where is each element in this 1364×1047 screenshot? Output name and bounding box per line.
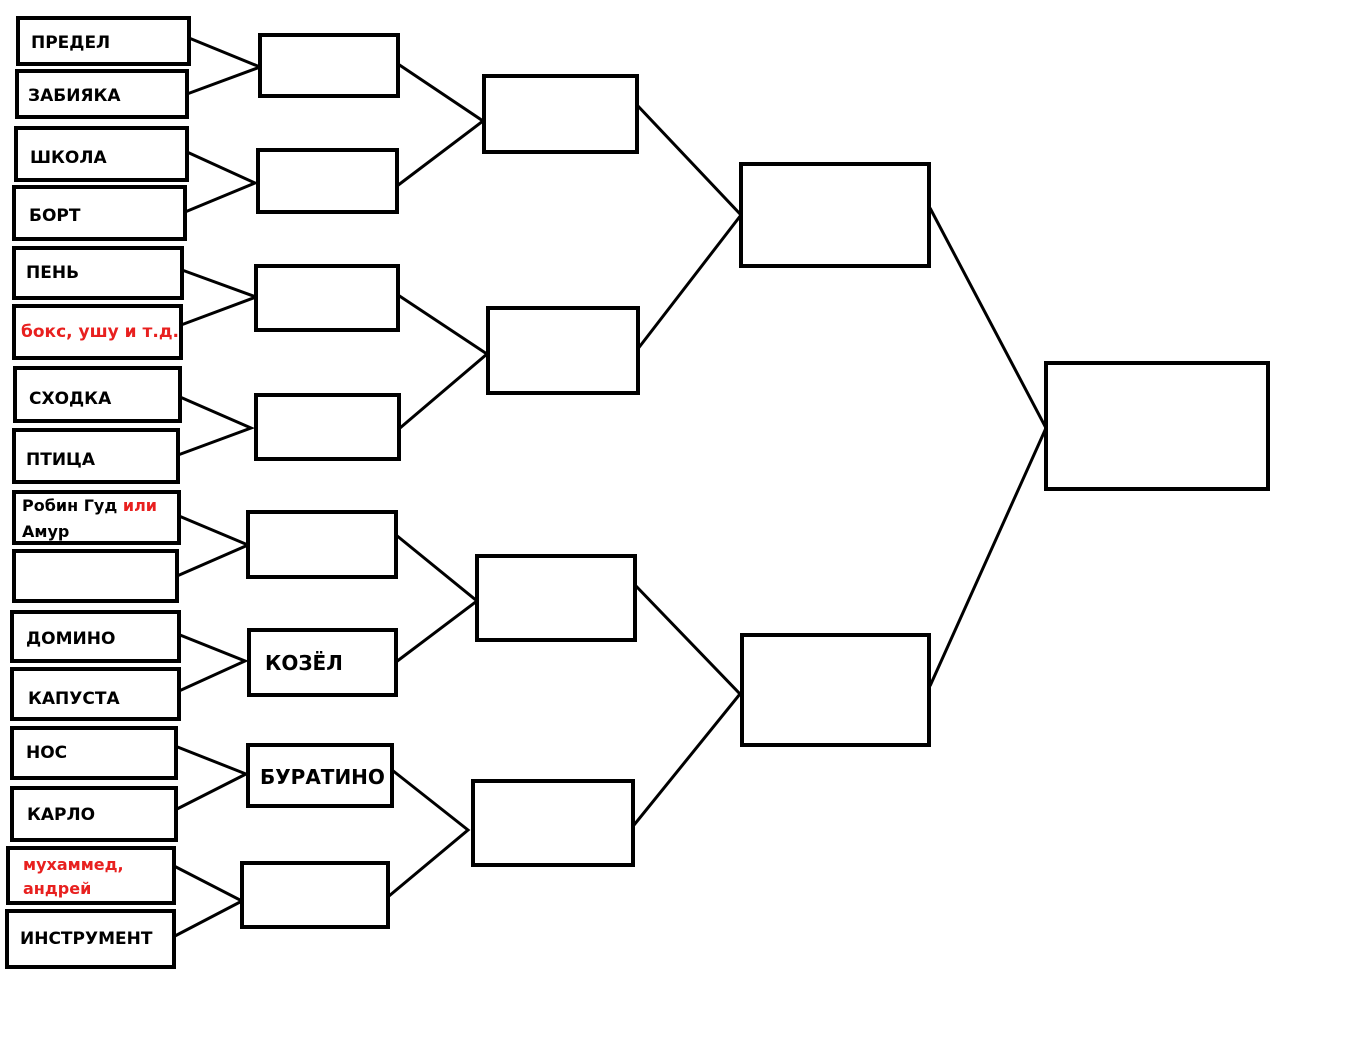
slot-label: ПЕНЬ <box>26 263 79 283</box>
slot-r3-w4[interactable] <box>471 779 635 867</box>
connector-r1-m7 <box>174 744 250 811</box>
connector-r1-m2 <box>184 150 259 214</box>
slot-label: мухаммед, <box>23 855 124 874</box>
slot-label: ШКОЛА <box>30 148 107 168</box>
slot-r1-m7a[interactable] <box>10 726 178 780</box>
slot-r2-w3[interactable] <box>254 264 400 332</box>
slot-label: ИНСТРУМЕНТ <box>20 929 153 949</box>
slot-r2-w6[interactable] <box>247 628 398 697</box>
slot-r1-m5b[interactable] <box>12 549 179 603</box>
connector-r2-m4 <box>388 768 471 898</box>
connector-r2-m3 <box>395 533 480 664</box>
slot-label: Амур <box>22 522 69 541</box>
slot-r1-m5a[interactable] <box>12 490 181 545</box>
slot-r2-w2[interactable] <box>256 148 399 214</box>
slot-r1-m7b[interactable] <box>10 786 178 842</box>
slot-semifinal-w2[interactable] <box>740 633 931 747</box>
slot-r2-w4[interactable] <box>254 393 401 461</box>
slot-r1-m4b[interactable] <box>12 428 180 484</box>
slot-r1-m2b[interactable] <box>12 185 187 241</box>
round-1: ПРЕДЕЛ ЗАБИЯКА ШКОЛА БОРТ ПЕНЬ бокс, ушу… <box>5 16 191 969</box>
slot-semifinal-w1[interactable] <box>739 162 931 268</box>
slot-label: Робин Гуд или <box>22 496 157 515</box>
connector-r1-m1 <box>186 36 265 96</box>
connector-r3-m1 <box>635 103 743 351</box>
connector-r1-m8 <box>172 864 246 939</box>
slot-label: БОРТ <box>29 206 81 226</box>
slot-label: ПРЕДЕЛ <box>31 33 110 53</box>
slot-r3-w2[interactable] <box>486 306 640 395</box>
slot-label: бокс, ушу и т.д. <box>21 322 179 342</box>
slot-r1-m6b[interactable] <box>10 667 181 721</box>
semifinal <box>739 162 931 747</box>
slot-label: андрей <box>23 879 91 898</box>
slot-r2-w5[interactable] <box>246 510 398 579</box>
connector-r2-m2 <box>397 293 490 430</box>
connector-r2-m1 <box>396 62 486 188</box>
slot-r2-w1[interactable] <box>258 33 400 98</box>
final <box>1044 361 1270 491</box>
slot-r1-m3b[interactable] <box>12 304 183 360</box>
slot-r1-m3a[interactable] <box>12 246 184 300</box>
slot-r1-m2a[interactable] <box>14 126 189 182</box>
slot-label: КОЗЁЛ <box>265 651 343 675</box>
slot-r3-w1[interactable] <box>482 74 639 154</box>
slot-r1-m1a[interactable] <box>16 16 191 66</box>
slot-r3-w3[interactable] <box>475 554 637 642</box>
connector-r3-m2 <box>632 583 742 826</box>
slot-r1-m8a[interactable] <box>6 846 176 905</box>
connector-r1-m5 <box>176 514 252 578</box>
connector-r1-m4 <box>177 395 256 457</box>
slot-r2-w7[interactable] <box>246 743 394 808</box>
slot-r1-m6a[interactable] <box>10 610 181 663</box>
slot-label: НОС <box>26 743 67 763</box>
slot-label: КАПУСТА <box>28 689 120 709</box>
round-3 <box>471 74 640 867</box>
slot-r2-w8[interactable] <box>240 861 390 929</box>
connector-r1-m3 <box>180 268 261 327</box>
round-2: КОЗЁЛ БУРАТИНО <box>240 33 401 929</box>
connector-r1-m6 <box>174 631 249 693</box>
slot-label: КАРЛО <box>27 805 95 825</box>
slot-label: ЗАБИЯКА <box>28 86 121 106</box>
connector-semifinal <box>928 207 1048 687</box>
slot-final-winner[interactable] <box>1044 361 1270 491</box>
slot-r1-m8b[interactable] <box>5 909 176 969</box>
slot-label: ДОМИНО <box>26 629 115 649</box>
slot-r1-m4a[interactable] <box>13 366 182 423</box>
slot-r1-m1b[interactable] <box>15 69 189 119</box>
slot-label: ПТИЦА <box>26 450 96 470</box>
slot-label: СХОДКА <box>29 389 112 409</box>
slot-label: БУРАТИНО <box>260 765 385 789</box>
